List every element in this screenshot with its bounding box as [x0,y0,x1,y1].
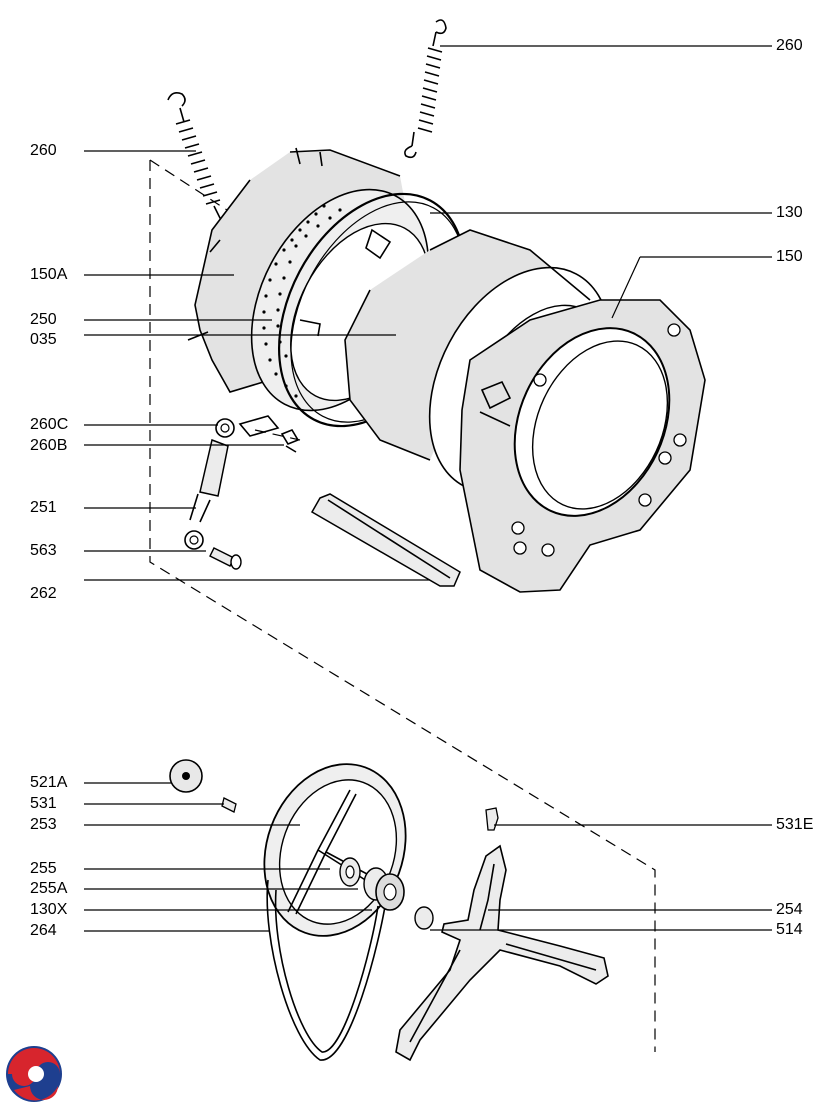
label-035: 035 [30,331,57,348]
label-150A: 150A [30,266,68,283]
label-531E: 531E [776,816,814,833]
label-531: 531 [30,795,57,812]
bearings-255 [339,857,405,911]
label-260B: 260B [30,437,68,454]
label-130X: 130X [30,901,68,918]
label-150: 150 [776,248,803,265]
label-253: 253 [30,816,57,833]
label-264: 264 [30,922,57,939]
belt-264 [266,879,387,1061]
screw-531E [485,807,499,831]
spring-260-top [404,19,447,159]
lifter-262 [310,493,461,587]
brand-logo [6,1046,62,1102]
label-255: 255 [30,860,57,877]
front-tub-150 [344,229,706,593]
spider-254 [395,844,609,1062]
nut-521A [169,759,203,793]
label-563: 563 [30,542,57,559]
leader-lines [84,45,772,932]
damper-251 [184,415,300,550]
label-254: 254 [776,901,803,918]
label-250: 250 [30,311,57,328]
screw-531 [221,797,237,813]
bolt-563 [209,547,242,570]
label-255A: 255A [30,880,68,897]
label-260C: 260C [30,416,69,433]
label-260-top: 260 [776,37,803,54]
label-514: 514 [776,921,803,938]
label-251: 251 [30,499,57,516]
label-130: 130 [776,204,803,221]
label-521A: 521A [30,774,68,791]
label-260-left: 260 [30,142,57,159]
bushing-514 [414,906,434,930]
label-262: 262 [30,585,57,602]
spring-260-left [167,92,235,226]
